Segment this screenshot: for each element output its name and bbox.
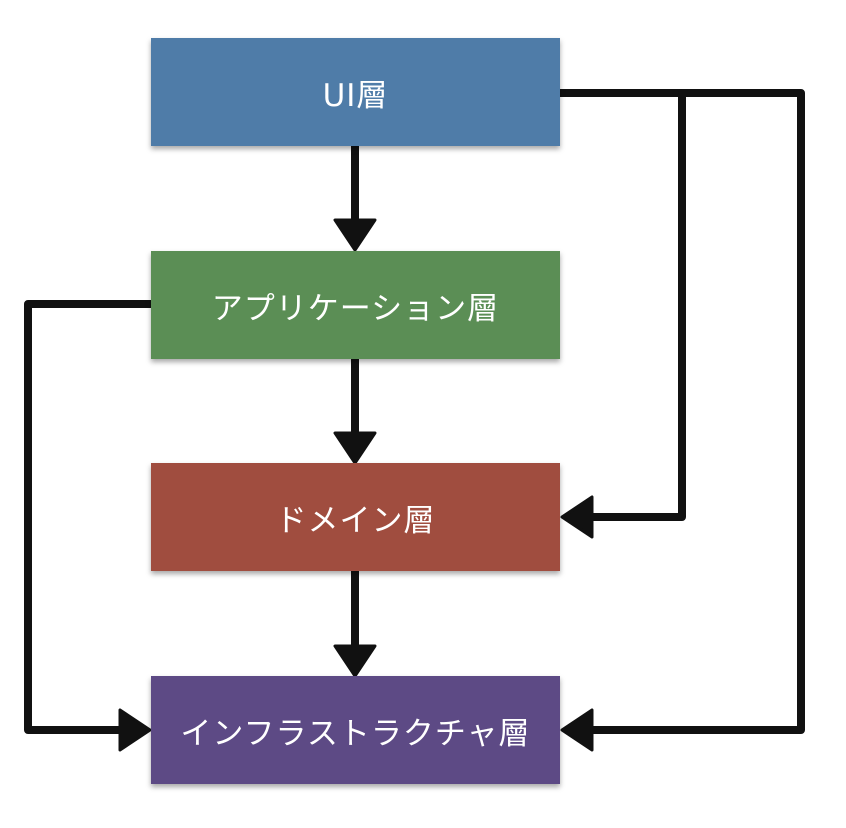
arrow-ui-to-application	[333, 142, 377, 252]
ui-layer-box: UI層	[151, 38, 560, 146]
domain-layer-box: ドメイン層	[151, 463, 560, 571]
arrow-application-to-infrastructure	[24, 300, 155, 752]
arrow-ui-to-domain	[556, 89, 686, 539]
infrastructure-layer-box: インフラストラクチャ層	[151, 676, 560, 784]
arrow-application-to-domain	[333, 355, 377, 465]
arrow-ui-to-infrastructure	[560, 89, 805, 752]
arrow-domain-to-infrastructure	[333, 567, 377, 678]
application-layer-box: アプリケーション層	[151, 251, 560, 359]
